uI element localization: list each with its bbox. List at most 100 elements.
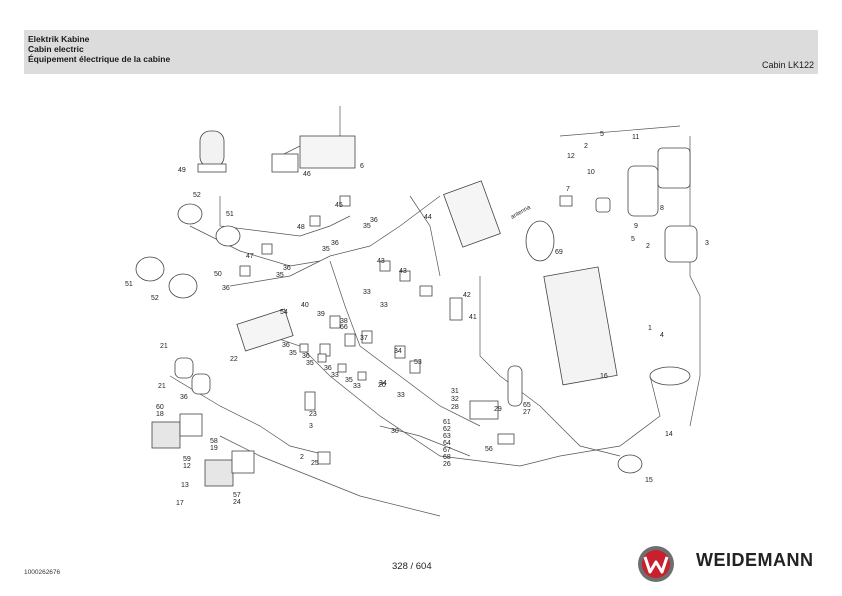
callout-label: 62 [443,426,451,433]
callout-label: 68 [443,454,451,461]
callout-label: 3 [309,423,313,430]
callout-label: 59 [183,456,191,463]
callout-label: 51 [125,281,133,288]
document-number: 1000262676 [24,569,61,576]
callout-label: 52 [151,295,159,302]
callout-label: 16 [600,373,608,380]
callout-label: 66 [340,324,348,331]
callout-label: 3 [705,240,709,247]
callout-label: 36 [282,342,290,349]
callout-label: 40 [301,302,309,309]
callout-label: 69 [555,249,563,256]
callout-label: 17 [176,500,184,507]
callout-label: 36 [370,217,378,224]
callout-label: 2 [646,243,650,250]
callout-label: 28 [451,404,459,411]
callout-label: 27 [523,409,531,416]
callout-label: 61 [443,419,451,426]
callout-label: 10 [587,169,595,176]
callout-label: 34 [394,348,402,355]
callout-label: 26 [443,461,451,468]
callout-label: 31 [451,388,459,395]
callout-label: 54 [280,309,288,316]
callout-label: 34 [379,380,387,387]
callout-label: 33 [363,289,371,296]
callout-label: 38 [340,318,348,325]
callout-label: 33 [380,302,388,309]
callout-label: 21 [160,343,168,350]
callout-label: 48 [297,224,305,231]
callout-label: 64 [443,440,451,447]
callout-label: 29 [494,406,502,413]
callout-label: 43 [377,258,385,265]
callout-label: 35 [363,223,371,230]
callout-label: 47 [246,253,254,260]
brand-wordmark: WEIDEMANN [696,550,814,570]
callout-label: 21 [158,383,166,390]
callout-label: 32 [451,396,459,403]
callout-label: 5 [600,131,604,138]
callout-label: 6 [360,163,364,170]
callout-label: 44 [424,214,432,221]
callout-label: 15 [645,477,653,484]
callout-label: 45 [335,202,343,209]
exploded-wiring-diagram: 49 46 6 52 45 36 35 44 48 51 36 35 47 36… [125,106,709,517]
callout-label: 49 [178,167,186,174]
callout-label: 7 [566,186,570,193]
callout-label: 23 [309,411,317,418]
antenna-label: antenna [510,204,532,220]
callout-label: 5 [631,236,635,243]
callout-label: 36 [302,353,310,360]
callout-label: 35 [322,246,330,253]
title-french: Équipement électrique de la cabine [28,54,171,64]
callout-label: 37 [360,335,368,342]
title-german: Elektrik Kabine [28,34,90,44]
callout-label: 25 [311,460,319,467]
callout-label: 60 [156,404,164,411]
page-header: Elektrik Kabine Cabin electric Équipemen… [24,30,818,74]
callout-label: 52 [193,192,201,199]
callout-label: 33 [353,383,361,390]
callout-label: 24 [233,499,241,506]
callout-label: 41 [469,314,477,321]
callout-label: 36 [324,365,332,372]
callout-label: 22 [230,356,238,363]
callout-label: 9 [634,223,638,230]
callout-label: 8 [660,205,664,212]
callout-label: 35 [345,377,353,384]
callout-label: 14 [665,431,673,438]
weidemann-w-logo-icon [638,546,674,582]
callout-label: 12 [183,463,191,470]
callout-label: 4 [660,332,664,339]
callout-label: 33 [331,372,339,379]
callout-label: 12 [567,153,575,160]
callout-label: 63 [443,433,451,440]
callout-label: 65 [523,402,531,409]
callout-label: 36 [331,240,339,247]
callout-label: 35 [276,272,284,279]
callout-label: 35 [306,360,314,367]
callout-label: 20 [378,382,386,389]
callout-label: 50 [214,271,222,278]
callout-label: 36 [222,285,230,292]
callout-label: 36 [180,394,188,401]
callout-label: 2 [300,454,304,461]
callout-label: 1 [648,325,652,332]
callout-label: 51 [226,211,234,218]
title-english: Cabin electric [28,44,84,54]
callout-label: 43 [399,268,407,275]
callout-label: 58 [210,438,218,445]
callout-label: 57 [233,492,241,499]
callout-label: 2 [584,143,588,150]
machine-model: Cabin LK122 [761,60,814,70]
callout-label: 33 [397,392,405,399]
callout-label: 18 [156,411,164,418]
callout-label: 11 [632,134,639,141]
callout-label: 53 [414,359,422,366]
callout-label: 30 [391,428,399,435]
callout-label: 39 [317,311,325,318]
callout-label: 42 [463,292,471,299]
callout-label: 67 [443,447,451,454]
callout-label: 19 [210,445,218,452]
callout-label: 56 [485,446,493,453]
